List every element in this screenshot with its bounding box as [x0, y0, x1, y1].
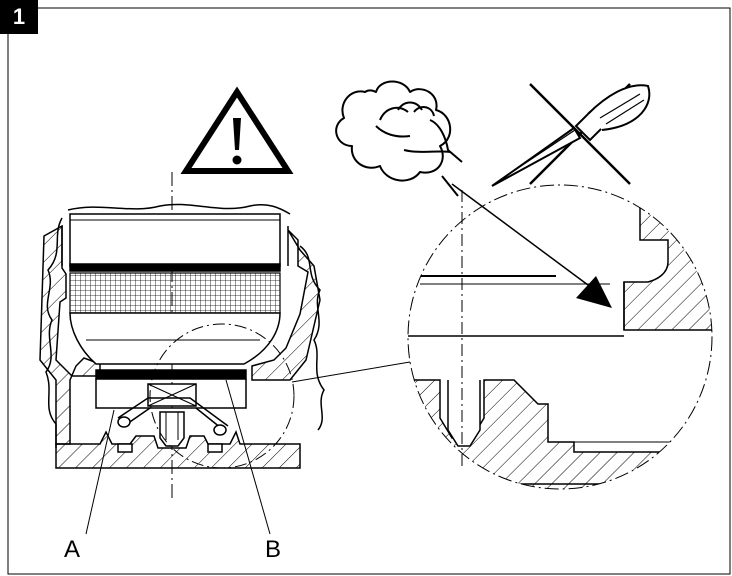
- callout-b-leader: [225, 379, 271, 535]
- wipe-with-cloth-icon: [335, 80, 463, 197]
- figure-number-badge: 1: [0, 0, 38, 34]
- zoom-detail: [407, 184, 713, 490]
- warning-triangle-icon: [180, 86, 294, 174]
- nozzle-cross-section: [39, 203, 325, 469]
- callout-a-leader: [85, 409, 115, 535]
- callout-b-label: B: [265, 536, 282, 563]
- no-screwdriver-icon: [491, 83, 651, 187]
- callout-a-label: A: [64, 536, 81, 563]
- cleaning-arrow: [451, 183, 612, 308]
- detail-connector: [291, 361, 411, 383]
- frame-border: [7, 7, 731, 575]
- detail-circle-small: [149, 323, 295, 469]
